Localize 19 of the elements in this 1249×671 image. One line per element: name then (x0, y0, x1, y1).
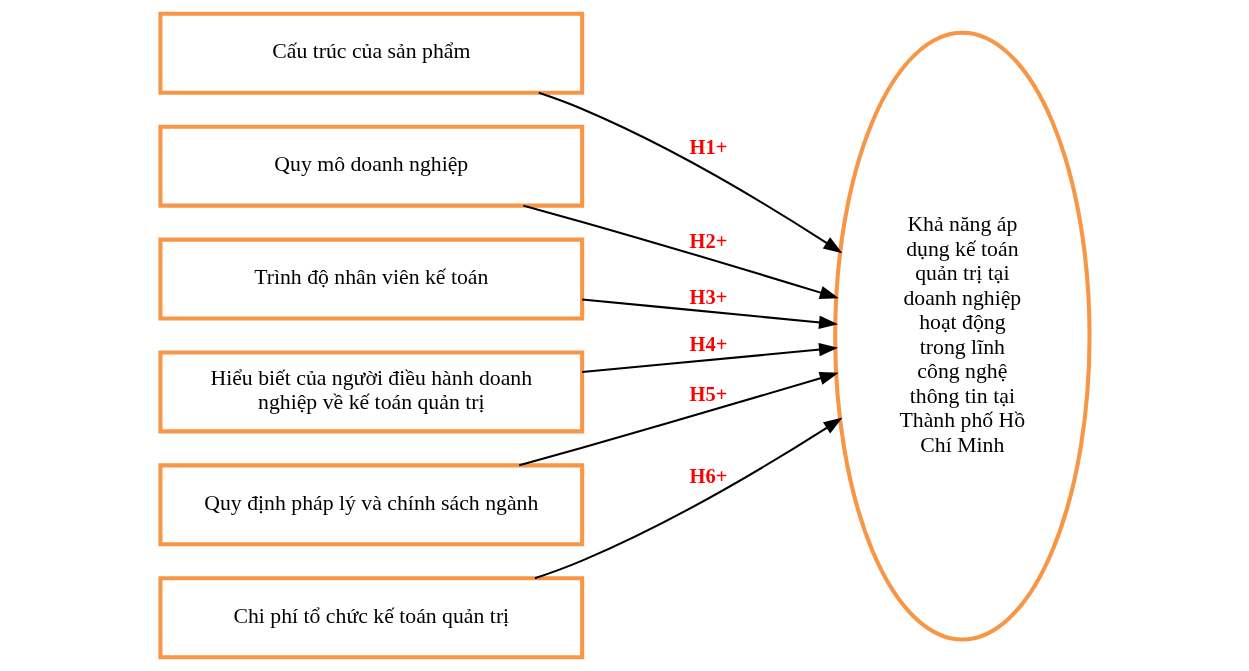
arrow (534, 417, 843, 580)
arrow (537, 91, 842, 254)
edge-label: H3+ (689, 285, 727, 308)
edge-label: H2+ (689, 229, 727, 252)
edge-label: H6+ (689, 465, 727, 488)
edge-label: H1+ (689, 135, 727, 158)
node-box: Quy định pháp lý và chính sách ngành (157, 463, 584, 547)
arrow (581, 343, 838, 374)
node-box: Hiểu biết của người điều hành doanh nghiệp về kế toán quản trị (157, 350, 584, 434)
node-box: Quy mô doanh nghiệp (157, 124, 584, 208)
node-box: Chi phí tổ chức kế toán quản trị (157, 576, 584, 660)
node-box: Cấu trúc của sản phẩm (157, 11, 584, 95)
arrow (581, 298, 838, 330)
node-box: Trình độ nhân viên kế toán (157, 237, 584, 321)
edge-label: H4+ (689, 333, 727, 356)
arrow (518, 371, 839, 467)
edge-label: H5+ (689, 383, 727, 406)
node-ellipse: Khả năng áp dụng kế toán quản trị tại doanh nghiệp hoạt động trong lĩnh công nghệ thông tin tại Thành phố Hồ Chí Minh (832, 30, 1092, 642)
arrow (522, 204, 839, 299)
